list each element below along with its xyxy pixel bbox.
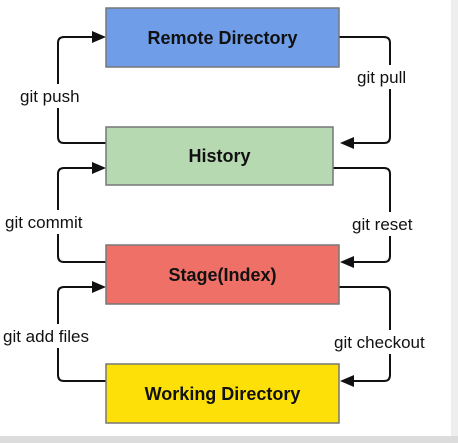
window-edge-bottom (0, 436, 458, 443)
remote-directory-label: Remote Directory (147, 28, 297, 48)
node-stage-index: Stage(Index) (105, 244, 340, 305)
working-directory-box (105, 363, 340, 424)
history-box (105, 126, 334, 186)
remote-directory-box (105, 7, 340, 68)
stage-index-label: Stage(Index) (168, 265, 276, 285)
git-push-label: git push (20, 87, 80, 106)
git-reset-label: git reset (352, 215, 413, 234)
git-commit-label: git commit (5, 213, 83, 232)
edge-git-pull (339, 36, 391, 149)
working-directory-label: Working Directory (145, 384, 301, 404)
git-checkout-label: git checkout (334, 333, 425, 352)
git-pull-label: git pull (357, 68, 406, 87)
history-label: History (188, 146, 250, 166)
stage-index-box (105, 244, 340, 305)
node-working-directory: Working Directory (105, 363, 340, 424)
node-history: History (105, 126, 334, 186)
window-edge-right (451, 0, 458, 443)
node-remote-directory: Remote Directory (105, 7, 340, 68)
git-add-files-label: git add files (3, 327, 89, 346)
